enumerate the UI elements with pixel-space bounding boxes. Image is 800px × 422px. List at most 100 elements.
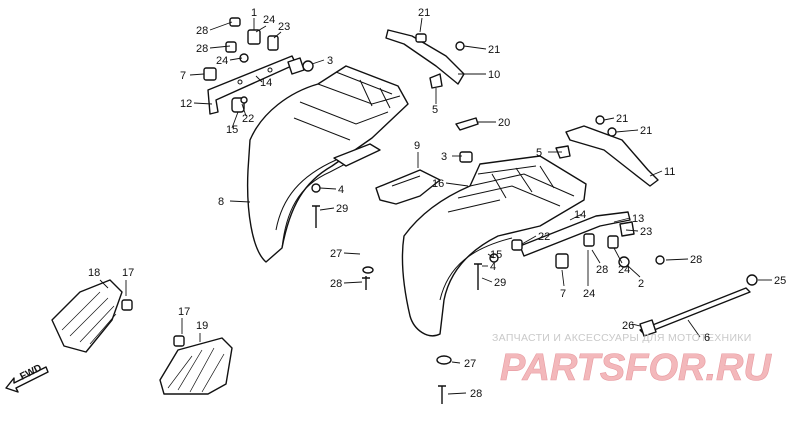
callout-24: 24 — [263, 14, 275, 26]
leader-line — [241, 103, 247, 117]
leader-line — [255, 75, 263, 83]
leader-line — [445, 182, 469, 187]
leader-line — [447, 392, 467, 395]
side-cover-19 — [159, 335, 233, 395]
callout-1: 1 — [251, 7, 257, 19]
callout-21: 21 — [418, 7, 430, 19]
leader-line — [463, 45, 487, 50]
leader-line — [319, 207, 335, 211]
leader-line — [687, 319, 701, 338]
callout-19: 19 — [196, 320, 208, 332]
callout-20: 20 — [498, 117, 510, 129]
callout-22: 22 — [538, 231, 550, 243]
callout-23: 23 — [278, 21, 290, 33]
callout-16: 16 — [432, 178, 444, 190]
leader-line — [521, 235, 537, 245]
leader-line — [189, 73, 205, 76]
leader-line — [627, 265, 641, 278]
rear-mud-flap-bracket-13 — [519, 211, 665, 269]
leader-line — [193, 102, 213, 105]
leader-line — [209, 45, 231, 49]
leader-line — [343, 252, 361, 255]
callout-21: 21 — [640, 125, 652, 137]
callout-9: 9 — [414, 140, 420, 152]
leader-line — [343, 281, 363, 284]
leader-line — [613, 247, 623, 264]
callout-12: 12 — [180, 98, 192, 110]
fender-bracket-9 — [333, 143, 441, 205]
leader-line — [665, 258, 689, 261]
callout-3: 3 — [441, 151, 447, 163]
watermark-tagline: ЗАПЧАСТИ И АКСЕССУАРЫ ДЛЯ МОТОТЕХНИКИ — [492, 332, 752, 344]
callout-27: 27 — [464, 358, 476, 370]
leader-line — [613, 217, 631, 223]
callout-5: 5 — [536, 147, 542, 159]
callout-28: 28 — [596, 264, 608, 276]
leader-line — [255, 25, 267, 33]
fwd-arrow: FWD — [5, 363, 49, 393]
callout-14: 14 — [260, 77, 272, 89]
callout-28: 28 — [470, 388, 482, 400]
leader-line — [591, 249, 601, 264]
side-cover-18 — [51, 279, 133, 353]
callout-4: 4 — [490, 261, 496, 273]
leader-line — [487, 253, 495, 259]
leader-lines — [99, 17, 772, 395]
callout-28: 28 — [690, 254, 702, 266]
fasteners-rear-lower — [436, 151, 523, 404]
leader-line — [451, 361, 461, 364]
callout-18: 18 — [88, 267, 100, 279]
callout-28: 28 — [196, 43, 208, 55]
callout-29: 29 — [336, 203, 348, 215]
mud-flap-bracket-12 — [207, 55, 297, 115]
leader-line — [603, 117, 615, 121]
callout-25: 25 — [774, 275, 786, 287]
fasteners-front-lower — [311, 183, 374, 290]
callout-24: 24 — [618, 264, 630, 276]
callout-2: 2 — [638, 278, 644, 290]
callout-22: 22 — [242, 113, 254, 125]
callout-21: 21 — [488, 44, 500, 56]
callout-24: 24 — [583, 288, 595, 300]
leader-line — [273, 31, 282, 39]
callout-3: 3 — [327, 55, 333, 67]
callout-11: 11 — [664, 166, 675, 178]
rear-fender-16 — [401, 155, 587, 337]
clip-20 — [455, 117, 479, 131]
leader-line — [625, 229, 639, 232]
leader-line — [631, 323, 641, 327]
leader-line — [229, 200, 251, 203]
leader-line — [649, 170, 663, 177]
callout-26: 26 — [622, 320, 634, 332]
callout-21: 21 — [616, 113, 628, 125]
callout-14: 14 — [574, 209, 586, 221]
callout-15: 15 — [226, 124, 238, 136]
callout-6: 6 — [704, 332, 710, 344]
leader-line — [229, 57, 243, 61]
leader-line — [481, 277, 493, 283]
leader-line — [419, 17, 423, 33]
callout-17: 17 — [178, 306, 190, 318]
callout-27: 27 — [330, 248, 342, 260]
callout-15: 15 — [490, 249, 502, 261]
watermark-logo: PARTSFOR.RU — [500, 347, 772, 389]
callout-24: 24 — [216, 55, 228, 67]
callout-8: 8 — [218, 196, 224, 208]
callout-7: 7 — [180, 70, 186, 82]
callout-28: 28 — [330, 278, 342, 290]
callout-17: 17 — [122, 267, 134, 279]
callout-labels: 1 24 23 28 28 24 3 7 14 12 22 15 21 21 1… — [88, 7, 786, 400]
callout-10: 10 — [488, 69, 500, 81]
rear-stay-10 — [385, 29, 465, 89]
callout-13: 13 — [632, 213, 644, 225]
leader-line — [561, 269, 565, 287]
callout-7: 7 — [560, 288, 566, 300]
leader-line — [319, 187, 337, 190]
callout-23: 23 — [640, 226, 652, 238]
leader-line — [99, 279, 109, 289]
front-fender-8 — [246, 65, 409, 263]
callout-29: 29 — [494, 277, 506, 289]
leader-line — [569, 213, 583, 221]
